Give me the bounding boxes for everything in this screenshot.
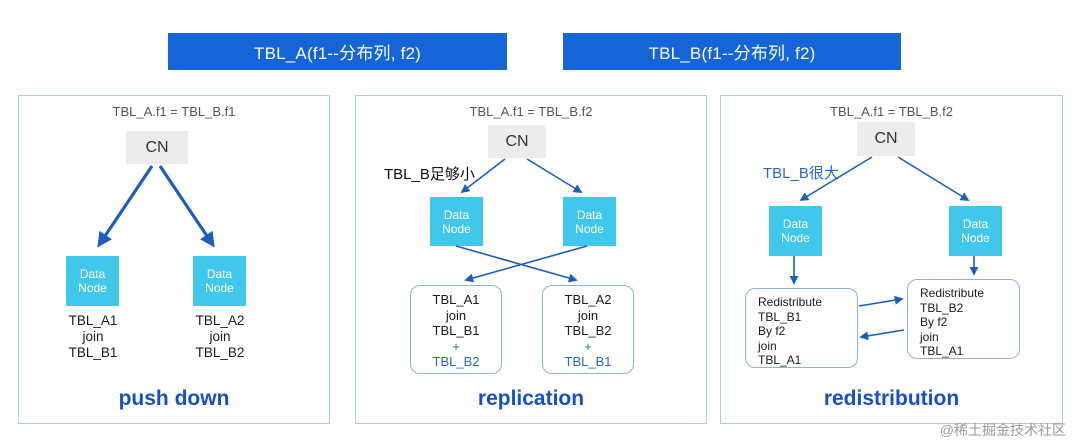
data-node-label: Data Node [575,207,604,236]
header-tbl-a: TBL_A(f1--分布列, f2) [168,33,507,70]
result-line: TBL_B2 [432,354,480,369]
note-tbl-b-large: TBL_B很大 [763,165,839,182]
panel-push-down: TBL_A.f1 = TBL_B.f1 CN Data Node Data No… [18,95,330,424]
panel-caption-replication: replication [477,387,585,410]
result-box-left: TBL_A1 join TBL_B1 + TBL_B2 [410,285,502,374]
data-node-left: Data Node [769,206,822,256]
data-node-label: Data Node [442,207,471,236]
result-line: TBL_B1 [758,309,802,324]
header-tbl-a-label: TBL_A(f1--分布列, f2) [253,44,422,63]
data-node-right: Data Node [193,256,246,306]
result-box-right: TBL_A2 join TBL_B2 + TBL_B1 [542,285,634,374]
join-text-left: TBL_A1 join TBL_B1 [49,313,137,361]
panel-caption-redistribution: redistribution [823,387,960,410]
join-line: TBL_B2 [195,345,245,360]
result-line: Redistribute [920,286,985,300]
cn-node: CN [126,131,188,164]
join-line: TBL_A1 [68,313,118,328]
join-line: join [209,329,231,344]
data-node-right: Data Node [563,197,616,246]
cn-label: CN [874,130,898,147]
panel-replication: TBL_A.f1 = TBL_B.f2 TBL_B足够小 CN Data Nod… [355,95,707,424]
data-node-right: Data Node [949,206,1002,256]
join-text-right: TBL_A2 join TBL_B2 [176,313,264,361]
result-line: TBL_B1 [564,354,612,369]
result-line: join [758,338,777,353]
result-line: TBL_B2 [564,323,612,338]
result-line: By f2 [920,315,948,329]
cn-node: CN [488,125,546,158]
header-tbl-b-label: TBL_B(f1--分布列, f2) [648,44,816,63]
header-tbl-b: TBL_B(f1--分布列, f2) [563,33,901,70]
data-node-label: Data Node [781,217,810,245]
data-node-left: Data Node [430,197,483,246]
redistribute-box-right: Redistribute TBL_B2 By f2 join TBL_A1 [907,279,1020,359]
data-node-label: Data Node [961,217,990,245]
cn-label: CN [505,132,529,150]
result-line: join [445,307,467,323]
data-node-label: Data Node [78,267,107,295]
data-node-left: Data Node [66,256,119,306]
join-line: join [82,329,104,344]
result-line: TBL_A1 [920,344,964,358]
join-condition: TBL_A.f1 = TBL_B.f1 [112,104,236,119]
cn-node: CN [857,122,915,156]
join-line: TBL_B1 [68,345,118,360]
result-line: TBL_B1 [432,323,480,338]
watermark: @稀土掘金技术社区 [939,422,1066,438]
result-line: Redistribute [758,295,823,309]
note-tbl-b-small: TBL_B足够小 [384,166,475,183]
result-line: TBL_B2 [920,300,964,315]
cn-label: CN [145,138,169,156]
data-node-label: Data Node [205,267,234,295]
join-condition: TBL_A.f1 = TBL_B.f2 [469,104,593,119]
redistribute-box-left: Redistribute TBL_B1 By f2 join TBL_A1 [745,288,858,368]
result-line: TBL_A1 [758,353,802,367]
result-line: + [584,338,592,354]
result-line: By f2 [758,324,786,338]
panel-caption-push-down: push down [118,387,230,410]
join-line: TBL_A2 [195,313,245,328]
result-line: TBL_A1 [432,292,480,307]
result-line: join [577,307,599,323]
result-line: + [452,338,460,354]
panel-redistribution: TBL_A.f1 = TBL_B.f2 TBL_B很大 CN Data Node… [720,95,1063,424]
result-line: join [920,329,939,344]
result-line: TBL_A2 [564,292,612,307]
join-condition: TBL_A.f1 = TBL_B.f2 [830,104,953,119]
